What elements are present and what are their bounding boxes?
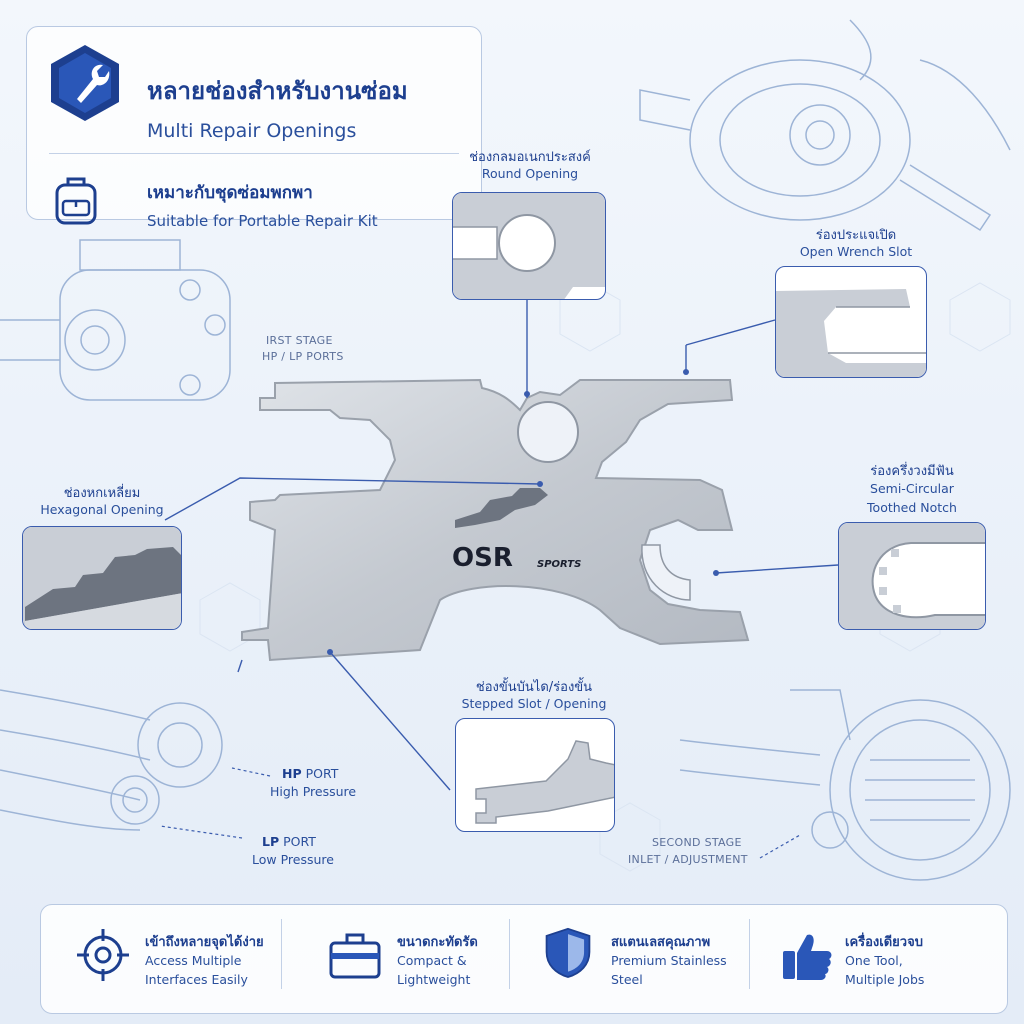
second-stage-label-line1: SECOND STAGE: [652, 836, 742, 849]
first-stage-sketch: [0, 239, 231, 401]
page-title-thai: หลายช่องสำหรับงานซ่อม: [147, 77, 408, 105]
brand-logo: OSR: [452, 543, 513, 573]
wrench-slot-image: [776, 289, 926, 377]
feature-steel-text: Premium Stainless Steel: [611, 953, 727, 987]
second-stage-sketch: [679, 689, 1011, 881]
hex-opening-image: [23, 527, 181, 629]
hp-port-label: HP PORT: [282, 766, 338, 781]
hex-opening-detail: [22, 526, 182, 630]
feature-compact: ขนาดกะทัดรัด Compact & Lightweight: [281, 905, 509, 1015]
round-opening-detail: [452, 192, 606, 300]
page-title: Multi Repair Openings: [147, 120, 357, 142]
thumbs-up-icon: [783, 934, 832, 980]
semi-notch-title-line1: Semi-Circular: [870, 481, 954, 496]
hoses-sketch: [0, 689, 223, 831]
first-stage-label-line2: HP / LP PORTS: [262, 350, 344, 363]
crosshair-icon: [77, 929, 129, 981]
semi-notch-title-thai: ร่องครึ่งวงมีฟัน: [870, 464, 954, 479]
stepped-slot-image: [475, 740, 614, 824]
kit-title-thai: เหมาะกับชุดซ่อมพกพา: [147, 183, 313, 203]
semi-notch-image: [839, 523, 985, 629]
wrench-icon: [51, 45, 119, 121]
semi-notch-detail: [838, 522, 986, 630]
round-opening-title: Round Opening: [481, 166, 579, 181]
feature-bar: เข้าถึงหลายจุดได้ง่าย Access Multiple In…: [40, 904, 1008, 1014]
hand-regulator-sketch: [639, 19, 1011, 232]
separator: [749, 919, 750, 989]
lp-port-sub: Low Pressure: [252, 852, 334, 867]
hex-opening-title: Hexagonal Opening: [40, 502, 164, 517]
feature-compact-title-thai: ขนาดกะทัดรัด: [397, 935, 478, 950]
hp-port-word: PORT: [301, 766, 339, 781]
second-stage-label-line2: INLET / ADJUSTMENT: [628, 853, 748, 866]
lp-port-label: LP PORT: [262, 834, 316, 849]
separator: [509, 919, 510, 989]
divider: [49, 153, 459, 154]
feature-access-text: Access Multiple Interfaces Easily: [145, 953, 248, 987]
callout-lines: [164, 300, 839, 791]
lp-port-code: LP: [262, 834, 280, 849]
feature-access-title-thai: เข้าถึงหลายจุดได้ง่าย: [145, 935, 264, 950]
feature-one-tool-text: One Tool, Multiple Jobs: [845, 953, 925, 987]
round-opening-title-thai: ช่องกลมอเนกประสงค์: [469, 150, 591, 165]
tool-body: OSR SPORTS: [241, 378, 750, 662]
round-opening-image: [453, 193, 605, 299]
wrench-slot-detail: [775, 266, 927, 378]
first-stage-label-line1: IRST STAGE: [266, 334, 333, 347]
hp-port-code: HP: [282, 766, 302, 781]
feature-steel-title-thai: สแตนเลสคุณภาพ: [611, 935, 711, 950]
stepped-slot-title: Stepped Slot / Opening: [461, 696, 607, 711]
briefcase-icon: [329, 933, 381, 979]
wrench-slot-title: Open Wrench Slot: [799, 244, 913, 259]
lp-port-word: PORT: [279, 834, 316, 849]
feature-one-tool-title-thai: เครื่องเดียวจบ: [845, 935, 923, 950]
feature-steel: สแตนเลสคุณภาพ Premium Stainless Steel: [509, 905, 749, 1015]
stepped-slot-detail: [455, 718, 615, 832]
hex-opening-title-thai: ช่องหกเหลี่ยม: [63, 486, 141, 501]
feature-one-tool: เครื่องเดียวจบ One Tool, Multiple Jobs: [749, 905, 1007, 1015]
brand-suffix: SPORTS: [537, 559, 581, 570]
stepped-slot-title-thai: ช่องขั้นบันได/ร่องขั้น: [475, 680, 593, 695]
kit-subtitle: Suitable for Portable Repair Kit: [147, 212, 378, 230]
shield-icon: [545, 927, 591, 978]
separator: [281, 919, 282, 989]
feature-compact-text: Compact & Lightweight: [397, 953, 471, 987]
semi-notch-title-line2: Toothed Notch: [867, 500, 957, 515]
backpack-icon: [55, 177, 97, 225]
title-card: หลายช่องสำหรับงานซ่อม Multi Repair Openi…: [26, 26, 482, 230]
wrench-slot-title-thai: ร่องประแจเปิด: [815, 228, 897, 243]
feature-access: เข้าถึงหลายจุดได้ง่าย Access Multiple In…: [41, 905, 281, 1015]
hp-port-sub: High Pressure: [270, 784, 357, 799]
